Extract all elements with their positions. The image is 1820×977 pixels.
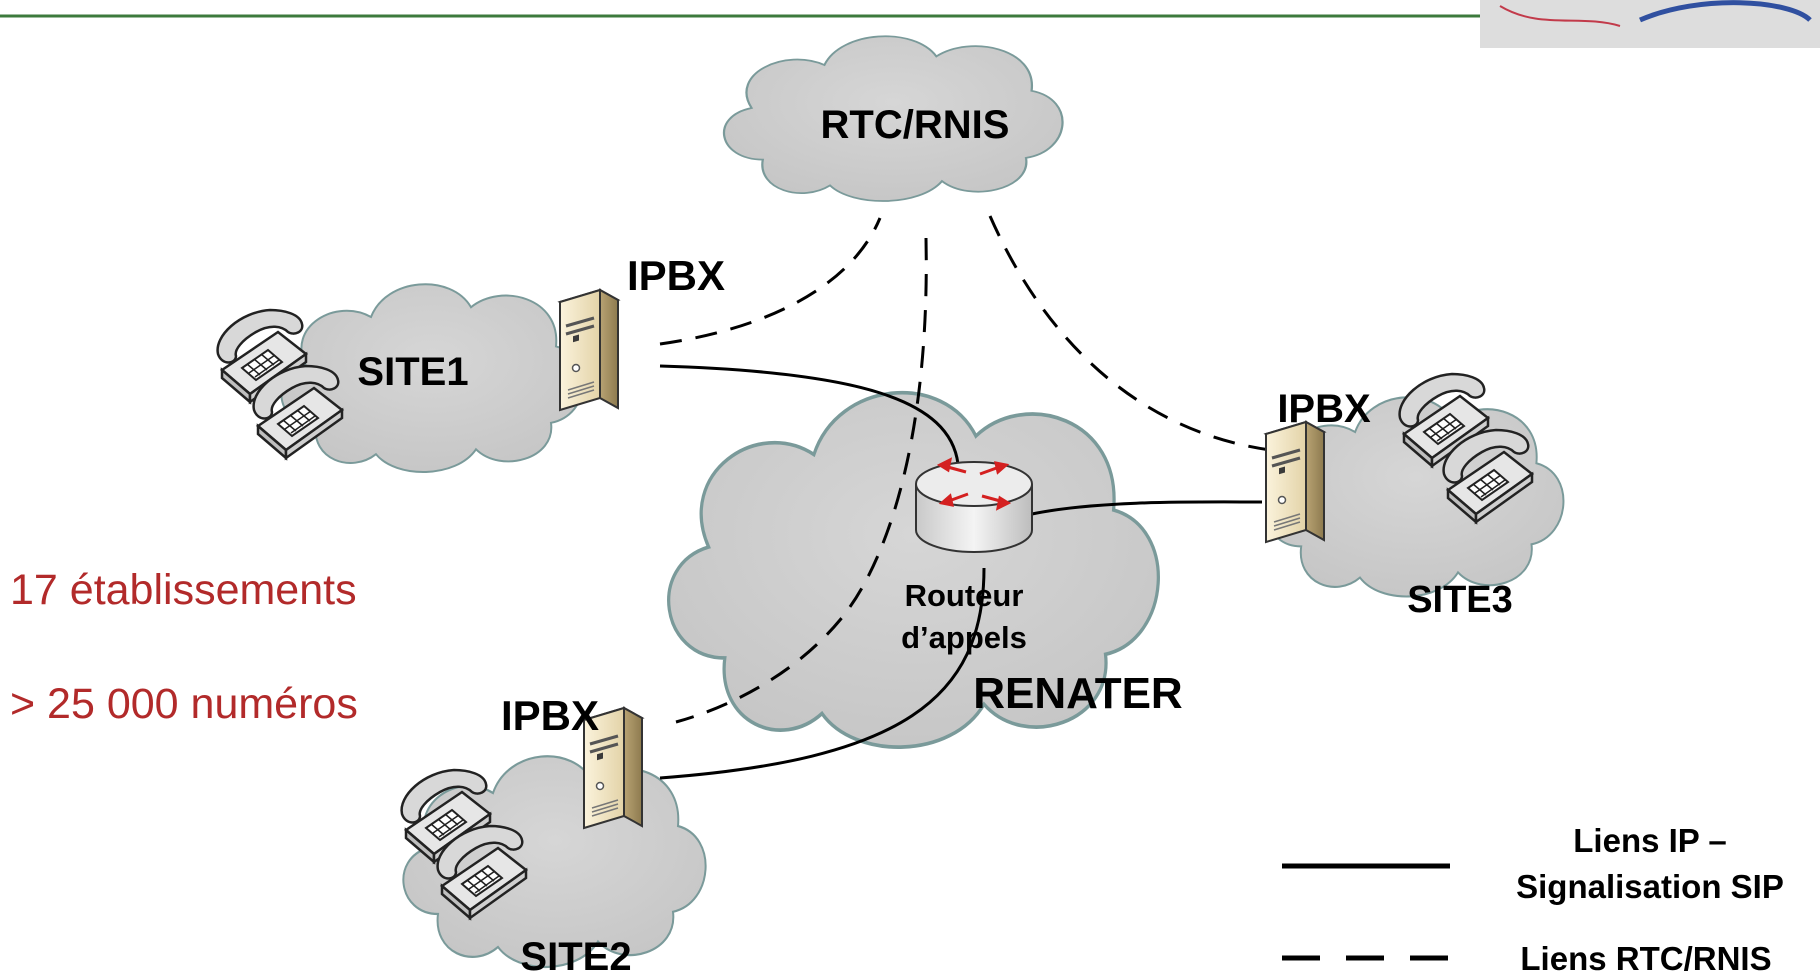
rtc-link-site1 [659,217,882,346]
legend-rtc-label: Liens RTC/RNIS [1520,940,1771,977]
legend-ip-label-line1: Liens IP – [1573,822,1726,859]
site2-label: SITE2 [520,935,631,977]
ipbx-site1-label: IPBX [627,252,725,299]
stat-etablissements: 17 établissements [10,566,357,614]
ipbx-site1-server-icon [558,288,620,412]
rtc-link-site3 [988,215,1271,452]
logo-graphic [1480,0,1820,48]
ip-link-site1 [659,364,960,465]
rtc-link-site2 [675,237,928,724]
ip-links [659,364,1263,780]
site3-label: SITE3 [1407,579,1513,621]
renater-label: RENATER [973,669,1182,718]
stat-numeros: > 25 000 numéros [10,680,358,728]
legend-ip-label-line2: Signalisation SIP [1516,868,1784,905]
rtc-links [659,215,1271,724]
ipbx-site3-server-icon [1264,420,1326,544]
ip-link-site3 [1031,500,1263,516]
ip-link-site2 [659,567,986,780]
router-label-line2: d’appels [901,620,1027,655]
router-icon [915,457,1033,553]
ipbx-site3-label: IPBX [1277,387,1371,431]
legend: Liens IP – Signalisation SIP Liens RTC/R… [1282,822,1784,977]
router-label-line1: Routeur [905,578,1024,613]
ipbx-site2-label: IPBX [501,692,599,739]
rtc-rnis-label: RTC/RNIS [821,103,1010,147]
site1-label: SITE1 [357,350,468,394]
